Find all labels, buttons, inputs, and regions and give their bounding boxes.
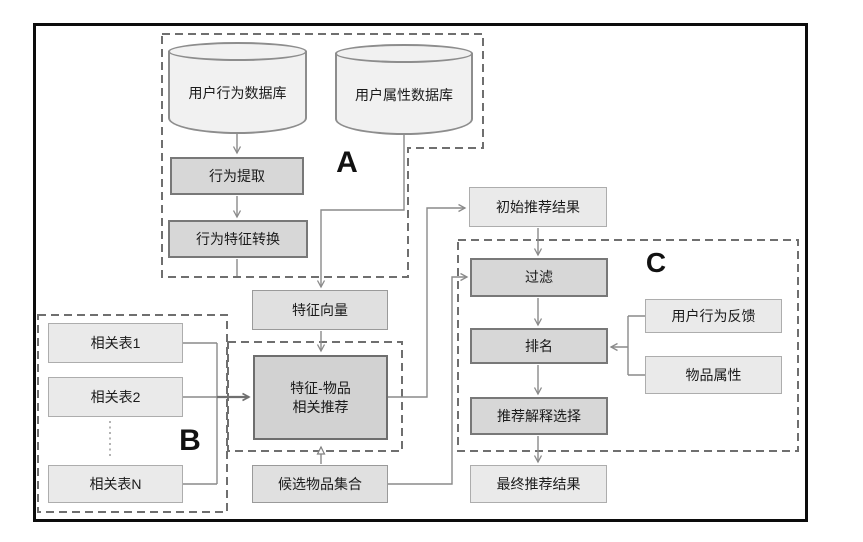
group-a-label: A xyxy=(336,146,358,179)
node-explanation-select: 推荐解释选择 xyxy=(470,397,608,435)
group-c-label: C xyxy=(645,247,667,278)
group-c-boundary xyxy=(457,239,799,452)
cylinder-top xyxy=(335,44,473,63)
node-user-feedback: 用户行为反馈 xyxy=(645,299,782,333)
node-initial-results: 初始推荐结果 xyxy=(469,187,607,227)
edge-attributedb-featurevector xyxy=(316,131,405,289)
edge-candidate-filter xyxy=(388,272,469,485)
node-behavior-feature-convert: 行为特征转换 xyxy=(168,220,308,258)
group-a-boundary xyxy=(161,33,484,278)
database-cylinder-icon xyxy=(168,51,307,134)
node-feature-vector: 特征向量 xyxy=(252,290,388,330)
node-item-attributes: 物品属性 xyxy=(645,356,782,394)
node-related-table-1: 相关表1 xyxy=(48,323,183,363)
group-b-label: B xyxy=(179,424,201,457)
node-label: 用户行为数据库 xyxy=(188,85,287,101)
node-filter: 过滤 xyxy=(470,258,608,297)
cylinder-top xyxy=(168,42,307,61)
edge-featurerec-initial xyxy=(388,203,467,398)
node-related-table-n: 相关表N xyxy=(48,465,183,503)
node-related-table-2: 相关表2 xyxy=(48,377,183,417)
node-final-results: 最终推荐结果 xyxy=(470,465,607,503)
database-cylinder-icon xyxy=(335,53,473,135)
node-label: 用户属性数据库 xyxy=(355,86,453,103)
node-candidate-items: 候选物品集合 xyxy=(252,465,388,503)
node-behavior-extract: 行为提取 xyxy=(170,157,304,195)
node-ranking: 排名 xyxy=(470,328,608,364)
node-feature-item-rec: 特征-物品 相关推荐 xyxy=(253,355,388,440)
node-attribute-db: 用户属性数据库 xyxy=(335,44,473,135)
node-behavior-db: 用户行为数据库 xyxy=(168,42,307,134)
